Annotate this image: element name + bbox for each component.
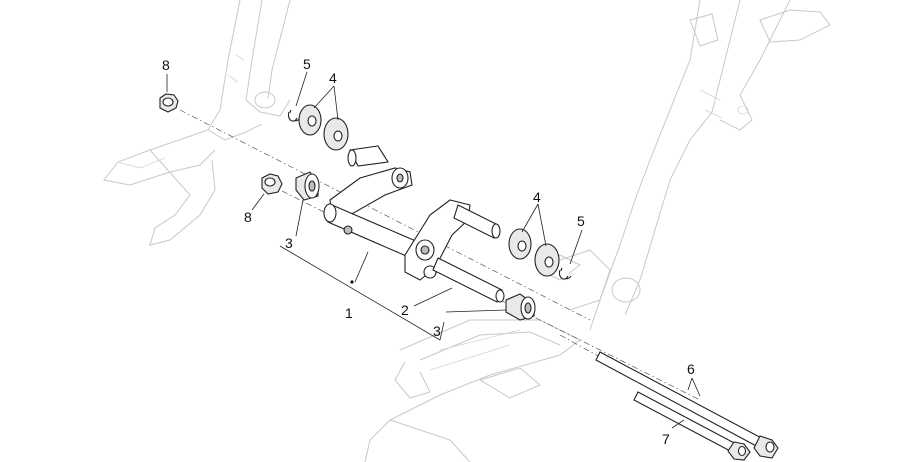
washers-part-4-right bbox=[508, 228, 560, 277]
washers-part-4-top bbox=[298, 104, 349, 151]
circlip-part-5-top bbox=[287, 109, 301, 122]
leader-lines bbox=[166, 71, 701, 429]
bushing-part-3-right bbox=[505, 293, 536, 321]
callout-4-top: 4 bbox=[329, 70, 337, 86]
swing-arm-part-1 bbox=[323, 145, 501, 281]
circlip-part-5-right bbox=[558, 267, 572, 280]
callout-4-right: 4 bbox=[533, 189, 541, 205]
callout-8-left: 8 bbox=[244, 209, 252, 225]
callout-3-left: 3 bbox=[285, 235, 293, 251]
callout-2: 2 bbox=[401, 302, 409, 318]
callout-6: 6 bbox=[687, 361, 695, 377]
nut-part-8-left bbox=[261, 173, 283, 195]
pin-part-2 bbox=[432, 257, 505, 303]
callout-5-top: 5 bbox=[303, 56, 311, 72]
nut-part-8-top bbox=[159, 93, 179, 113]
callout-3-right: 3 bbox=[433, 323, 441, 339]
frame-ghost-left bbox=[103, 0, 291, 246]
callout-1: 1 bbox=[345, 305, 353, 321]
bolt-part-7 bbox=[633, 391, 751, 461]
callout-8-top: 8 bbox=[162, 57, 170, 73]
bushing-part-3-left bbox=[295, 171, 320, 201]
bolt-part-6 bbox=[595, 351, 779, 459]
callout-5-right: 5 bbox=[577, 213, 585, 229]
frame-ghost-right bbox=[559, 0, 831, 331]
frame-ghost-bottom bbox=[364, 254, 581, 462]
callout-labels: 8 5 4 8 3 1 2 3 4 5 6 7 bbox=[162, 56, 695, 447]
callout-7: 7 bbox=[662, 431, 670, 447]
